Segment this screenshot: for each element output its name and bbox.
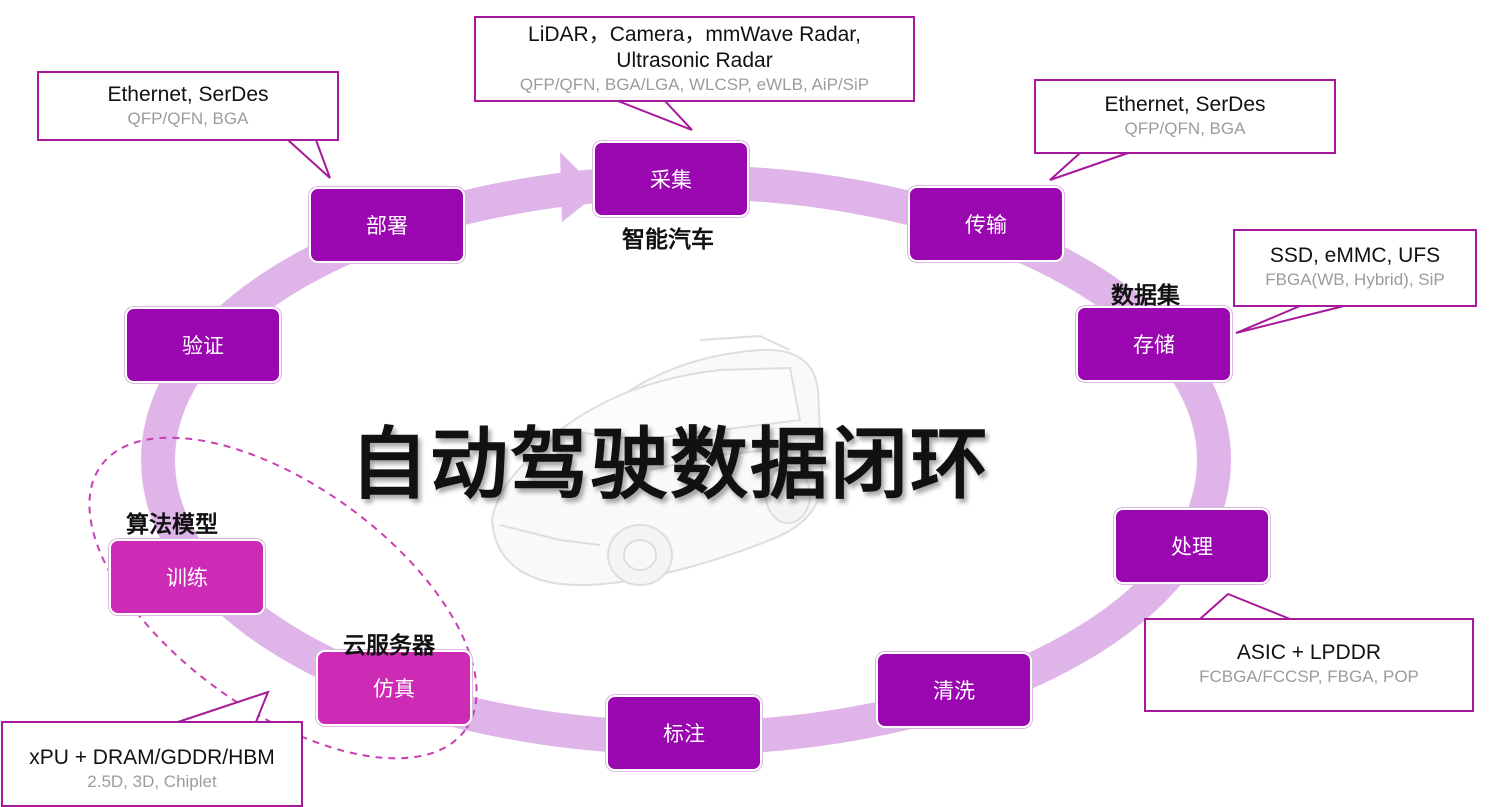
callout-storage-main: SSD, eMMC, UFS	[1269, 244, 1441, 267]
callout-tail-cloud	[177, 690, 270, 723]
node-clean[interactable]: 清洗	[876, 652, 1032, 728]
node-transmit[interactable]: 传输	[908, 186, 1064, 262]
node-process[interactable]: 处理	[1114, 508, 1270, 584]
callout-transmit-main: Ethernet, SerDes	[1104, 93, 1266, 116]
node-verify[interactable]: 验证	[125, 307, 281, 383]
callout-tail-sensors	[617, 100, 693, 131]
callout-deploy-packages: QFP/QFN, BGA	[127, 109, 249, 128]
node-simulate[interactable]: 仿真	[316, 650, 472, 726]
callout-storage: SSD, eMMC, UFS FBGA(WB, Hybrid), SiP	[1233, 229, 1477, 307]
callout-sensors: LiDAR，Camera，mmWave Radar, Ultrasonic Ra…	[474, 16, 915, 102]
callout-cloud-main: xPU + DRAM/GDDR/HBM	[29, 746, 275, 769]
callout-cloud-packages: 2.5D, 3D, Chiplet	[87, 772, 217, 791]
cloud-group-outline	[88, 436, 478, 760]
node-collect-label: 采集	[650, 168, 692, 192]
callout-sensors-packages: QFP/QFN, BGA/LGA, WLCSP, eWLB, AiP/SiP	[519, 75, 870, 94]
callout-deploy: Ethernet, SerDes QFP/QFN, BGA	[37, 71, 339, 141]
label-dataset: 数据集	[1111, 283, 1180, 309]
node-simulate-label: 仿真	[373, 677, 415, 701]
label-cloud-server: 云服务器	[343, 633, 435, 659]
callout-sensors-line2: Ultrasonic Radar	[616, 49, 773, 72]
label-algorithm-model: 算法模型	[126, 512, 218, 538]
callout-sensors-line1: LiDAR，Camera，mmWave Radar,	[528, 23, 861, 46]
callout-storage-packages: FBGA(WB, Hybrid), SiP	[1265, 270, 1445, 289]
node-deploy-label: 部署	[366, 214, 408, 238]
callout-tail-deploy	[285, 139, 331, 179]
callout-deploy-main: Ethernet, SerDes	[107, 83, 269, 106]
node-process-label: 处理	[1171, 535, 1213, 559]
callout-process: ASIC + LPDDR FCBGA/FCCSP, FBGA, POP	[1144, 618, 1474, 712]
callout-process-main: ASIC + LPDDR	[1236, 641, 1382, 664]
label-smart-car: 智能汽车	[622, 227, 714, 253]
loop-arrow-icon	[560, 152, 600, 222]
callout-cloud: xPU + DRAM/GDDR/HBM 2.5D, 3D, Chiplet	[1, 721, 303, 807]
node-verify-label: 验证	[182, 334, 224, 358]
node-train[interactable]: 训练	[109, 539, 265, 615]
node-annotate[interactable]: 标注	[606, 695, 762, 771]
callout-transmit-packages: QFP/QFN, BGA	[1124, 119, 1246, 138]
node-annotate-label: 标注	[663, 722, 705, 746]
callout-tail-transmit	[1049, 152, 1129, 181]
callout-tail-storage	[1235, 305, 1345, 334]
node-clean-label: 清洗	[933, 679, 975, 703]
node-store-label: 存储	[1133, 333, 1175, 357]
node-store[interactable]: 存储	[1076, 306, 1232, 382]
node-collect[interactable]: 采集	[593, 141, 749, 217]
callout-transmit: Ethernet, SerDes QFP/QFN, BGA	[1034, 79, 1336, 154]
diagram-title: 自动驾驶数据闭环	[350, 420, 991, 510]
callout-process-packages: FCBGA/FCCSP, FBGA, POP	[1199, 667, 1419, 686]
callout-tail-process	[1197, 592, 1291, 620]
node-train-label: 训练	[166, 566, 208, 590]
node-deploy[interactable]: 部署	[309, 187, 465, 263]
car-illustration	[490, 334, 824, 587]
node-transmit-label: 传输	[965, 213, 1007, 237]
